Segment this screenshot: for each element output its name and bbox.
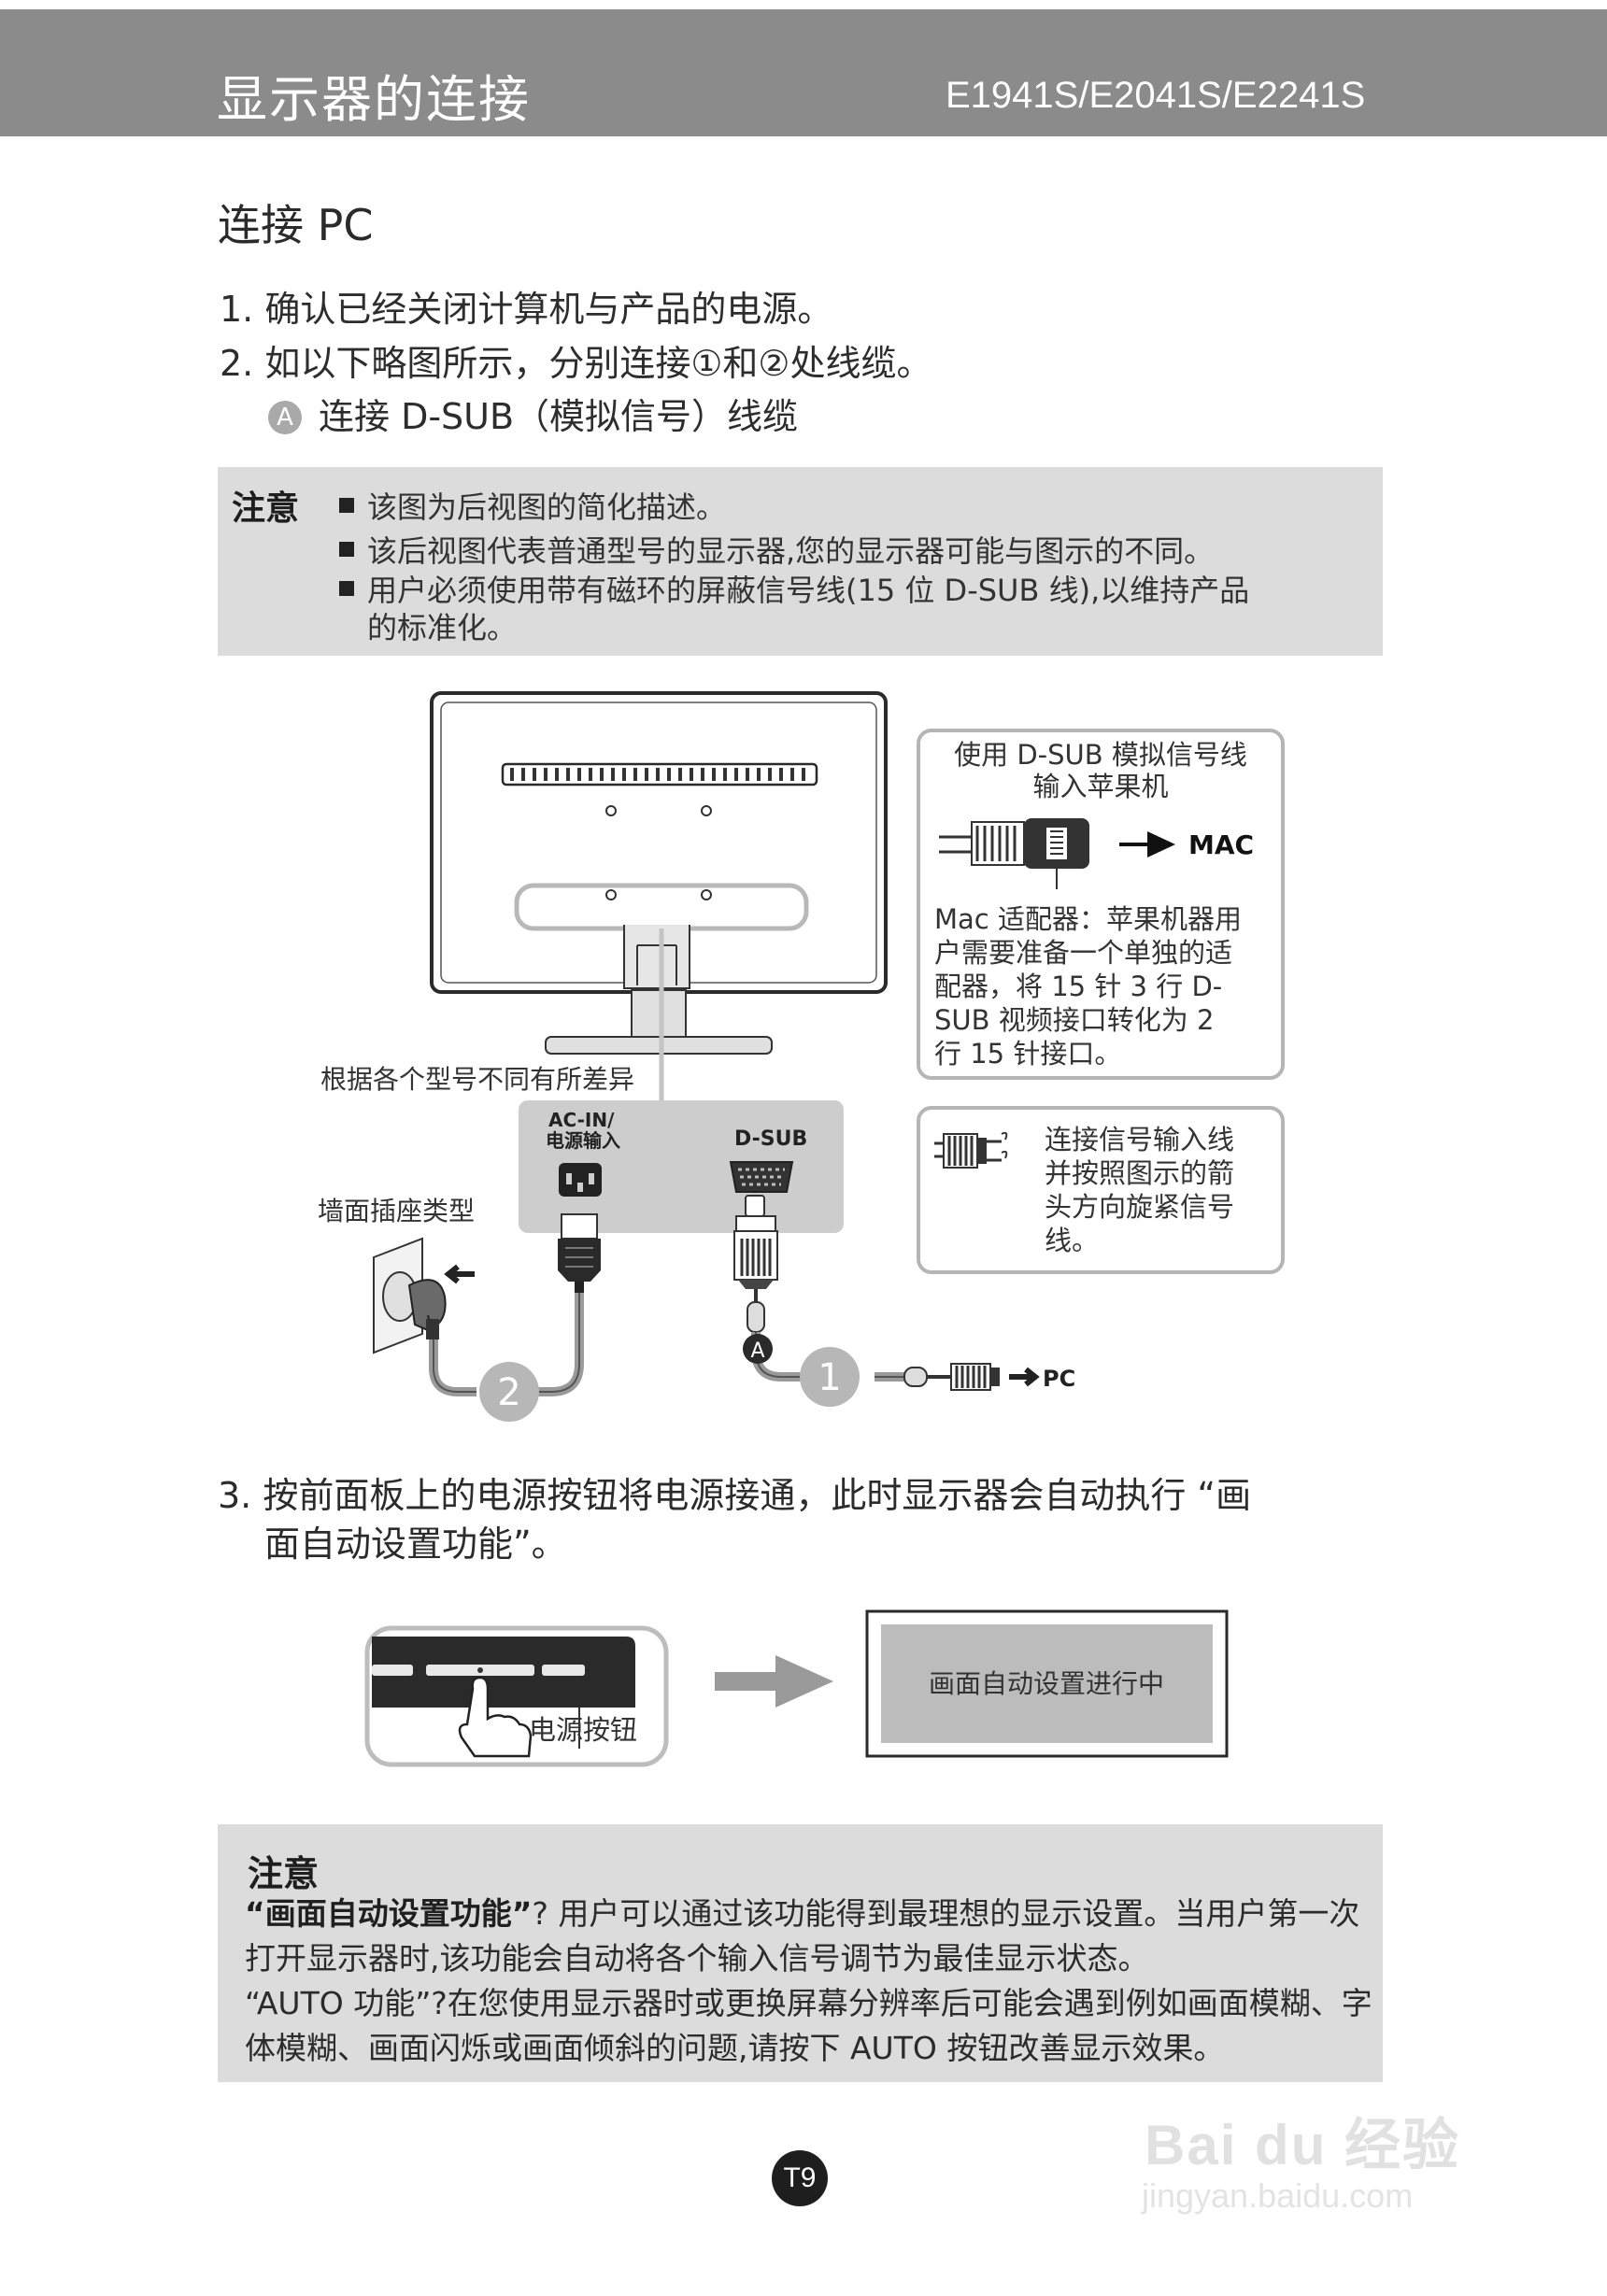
cable-box-desc-2: 并按照图示的箭 bbox=[1045, 1157, 1234, 1189]
mac-box-desc-4: SUB 视频接口转化为 2 bbox=[934, 1004, 1214, 1036]
arrow-right-icon bbox=[1119, 831, 1175, 857]
arrow-right-icon bbox=[715, 1655, 833, 1708]
marker-1-text: 1 bbox=[818, 1356, 841, 1399]
sub-item-a-text: 连接 D-SUB（模拟信号）线缆 bbox=[319, 396, 799, 437]
model-number: E1941S/E2041S/E2241S bbox=[946, 75, 1366, 116]
note-1-bullet-3-cont: 的标准化。 bbox=[367, 610, 518, 645]
mac-label: MAC bbox=[1188, 829, 1254, 860]
mac-box-desc-1: Mac 适配器：苹果机器用 bbox=[934, 903, 1242, 935]
acin-label: AC-IN/ bbox=[548, 1109, 615, 1131]
note-2-paragraph-2: “AUTO 功能”?在您使用显示器时或更换屏幕分辨率后可能会遇到例如画面模糊、字… bbox=[245, 1985, 1372, 2066]
note-2-label: 注意 bbox=[248, 1853, 320, 1894]
wall-outlet-label: 墙面插座类型 bbox=[318, 1196, 475, 1226]
mac-box-title-1: 使用 D-SUB 模拟信号线 bbox=[954, 739, 1247, 771]
model-diff-label: 根据各个型号不同有所差异 bbox=[320, 1064, 634, 1095]
note-box-2 bbox=[218, 1824, 1383, 2082]
badge-a: A bbox=[268, 401, 302, 434]
mac-box-desc-2: 户需要准备一个单独的适 bbox=[934, 937, 1232, 969]
note-box-1 bbox=[218, 467, 1383, 656]
marker-a bbox=[743, 1334, 773, 1364]
marker-2-text: 2 bbox=[497, 1371, 520, 1414]
mac-adapter-icon bbox=[939, 818, 1089, 889]
step-3-line-2: 面自动设置功能”。 bbox=[264, 1524, 567, 1565]
section-title: 连接 PC bbox=[218, 200, 374, 250]
cable-tighten-box: 连接信号输入线 并按照图示的箭 头方向旋紧信号 线。 bbox=[917, 1106, 1285, 1274]
page-number-badge: T9 bbox=[772, 2150, 828, 2206]
marker-1 bbox=[800, 1347, 860, 1407]
mac-box-title-2: 输入苹果机 bbox=[1032, 771, 1168, 802]
note-1-bullet-2-text: 该后视图代表普通型号的显示器,您的显示器可能与图示的不同。 bbox=[367, 533, 1215, 569]
screen-illustration bbox=[865, 1609, 1229, 1758]
page-title: 显示器的连接 bbox=[217, 70, 531, 129]
mac-box-desc-3: 配器，将 15 针 3 行 D- bbox=[934, 971, 1222, 1002]
watermark-logo: Bai du 经验 bbox=[1145, 2114, 1461, 2176]
pc-label: PC bbox=[1043, 1366, 1075, 1392]
step-3-line-1: 3. 按前面板上的电源按钮将电源接通，此时显示器会自动执行 “画 bbox=[218, 1475, 1252, 1516]
cable-box-desc-3: 头方向旋紧信号 bbox=[1045, 1191, 1234, 1223]
cable-box-desc-4: 线。 bbox=[1045, 1225, 1099, 1256]
screen-text: 画面自动设置进行中 bbox=[929, 1668, 1164, 1699]
cable-box-desc-1: 连接信号输入线 bbox=[1045, 1124, 1234, 1155]
step-1: 1. 确认已经关闭计算机与产品的电源。 bbox=[220, 289, 833, 330]
marker-a-text: A bbox=[750, 1339, 764, 1363]
note-1-bullet-3: 用户必须使用带有磁环的屏蔽信号线(15 位 D-SUB 线),以维持产品的标准化… bbox=[339, 572, 1372, 646]
acin-label-cn: 电源输入 bbox=[546, 1129, 620, 1152]
note-2-paragraph-1: “画面自动设置功能”? 用户可以通过该功能得到最理想的显示设置。当用户第一次打开… bbox=[245, 1892, 1375, 1981]
step-2: 2. 如以下略图所示，分别连接①和②处线缆。 bbox=[220, 343, 932, 384]
marker-2 bbox=[479, 1362, 539, 1422]
note-1-bullet-3-text: 用户必须使用带有磁环的屏蔽信号线(15 位 D-SUB 线),以维持产品 bbox=[367, 573, 1250, 608]
header-bar bbox=[0, 9, 1607, 136]
note-2-p1-bold: “画面自动设置功能” bbox=[245, 1895, 533, 1932]
bullet-square-icon bbox=[339, 498, 354, 513]
note-1-bullet-1-text: 该图为后视图的简化描述。 bbox=[367, 489, 727, 525]
power-button-illustration bbox=[364, 1625, 669, 1767]
dsub-cable bbox=[733, 1195, 1040, 1391]
power-cable bbox=[429, 1213, 601, 1396]
note-2-p1-rest: ? 用户可以通过该功能得到最理想的显示设置。当用户第一次打开显示器时,该功能会自… bbox=[245, 1895, 1360, 1977]
connector-screw-icon bbox=[934, 1131, 1008, 1169]
step-3: 3. 按前面板上的电源按钮将电源接通，此时显示器会自动执行 “画 面自动设置功能… bbox=[218, 1471, 1386, 1568]
note-1-bullet-2: 该后视图代表普通型号的显示器,您的显示器可能与图示的不同。 bbox=[339, 528, 1214, 571]
dsub-label: D-SUB bbox=[734, 1127, 807, 1151]
power-button-label: 电源按钮 bbox=[529, 1714, 637, 1746]
bullet-square-icon bbox=[339, 581, 354, 596]
wall-outlet-illustration bbox=[373, 1237, 475, 1354]
bullet-square-icon bbox=[339, 542, 354, 557]
mac-box-desc-5: 行 15 针接口。 bbox=[934, 1038, 1121, 1070]
note-1-label: 注意 bbox=[232, 489, 300, 528]
mac-adapter-box: 使用 D-SUB 模拟信号线 输入苹果机 MAC Mac 适配器：苹果机器用 户… bbox=[917, 729, 1285, 1080]
note-1-bullet-1: 该图为后视图的简化描述。 bbox=[339, 484, 726, 527]
watermark-url: jingyan.baidu.com bbox=[1142, 2176, 1414, 2215]
sub-item-a: A 连接 D-SUB（模拟信号）线缆 bbox=[268, 388, 798, 439]
monitor-rear-illustration bbox=[430, 691, 888, 1055]
